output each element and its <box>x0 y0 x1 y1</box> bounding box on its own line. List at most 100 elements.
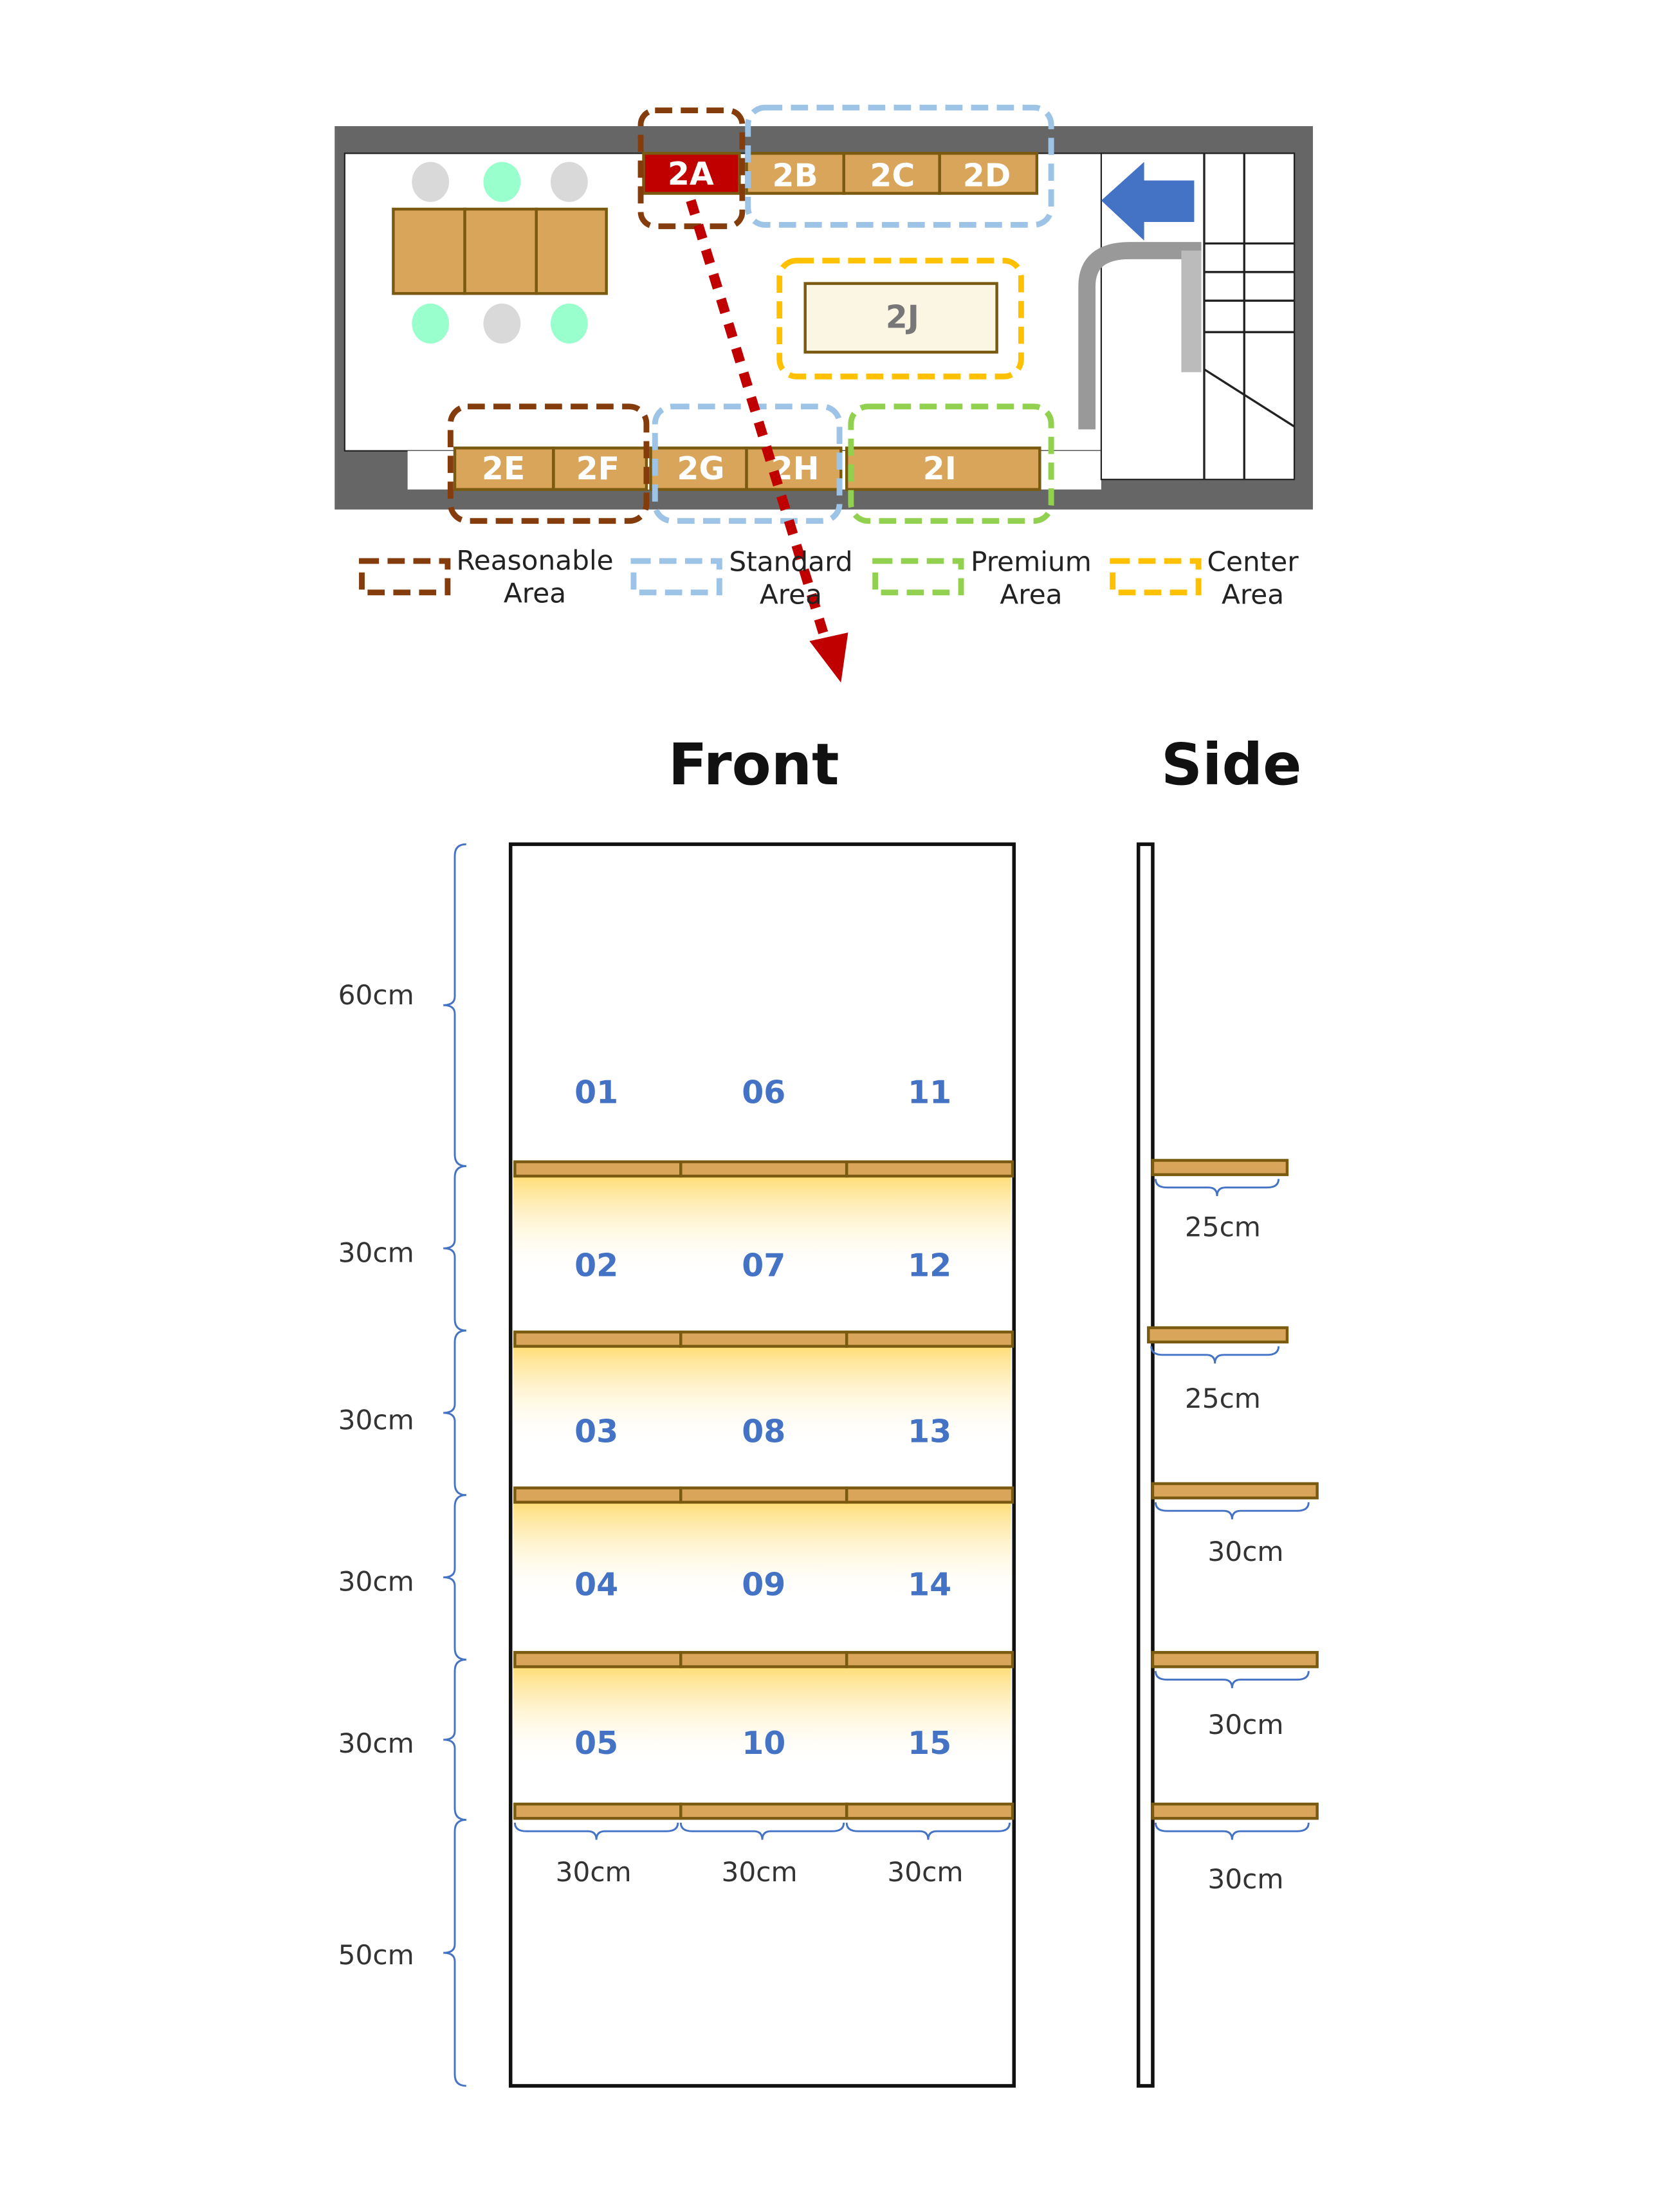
compartment-number[interactable]: 14 <box>908 1566 951 1603</box>
width-brace <box>513 1822 679 1840</box>
slot-2F[interactable]: 2F <box>552 447 648 491</box>
slot-label: 2B <box>772 157 818 194</box>
depth-label: 30cm <box>1207 1709 1283 1740</box>
shelf-light <box>513 1502 1011 1603</box>
slot-2B[interactable]: 2B <box>745 152 845 195</box>
slot-2E[interactable]: 2E <box>453 447 555 491</box>
compartment-number[interactable]: 07 <box>742 1248 785 1284</box>
compartment-number[interactable]: 09 <box>742 1566 785 1603</box>
compartment-number[interactable]: 05 <box>574 1725 618 1762</box>
compartment-number[interactable]: 10 <box>742 1725 785 1762</box>
legend-label: Area <box>760 579 822 611</box>
premium-area-outline <box>848 403 1054 524</box>
side-panel <box>1136 842 1155 2088</box>
compartment-number[interactable]: 01 <box>574 1074 618 1111</box>
slot-2A[interactable]: 2A <box>642 152 741 195</box>
depth-brace <box>1154 1179 1280 1197</box>
front-shelf-board <box>679 1651 848 1668</box>
compartment-number[interactable]: 13 <box>908 1413 951 1450</box>
side-title: Side <box>1161 731 1301 798</box>
slot-label: 2D <box>963 157 1011 194</box>
slot-label: 2C <box>870 157 915 194</box>
side-shelf-board <box>1151 1651 1319 1668</box>
legend <box>359 558 1202 596</box>
front-view: 01 06 11 02 07 12 03 08 13 04 09 14 05 10 15 60cm 30cm 30… <box>338 842 1016 2088</box>
legend-label: Area <box>504 577 566 609</box>
depth-label: 25cm <box>1185 1383 1261 1414</box>
slot-label: 2J <box>886 299 919 336</box>
height-label: 30cm <box>338 1404 414 1435</box>
compartment-number[interactable]: 06 <box>742 1074 785 1111</box>
compartment-number[interactable]: 12 <box>908 1248 951 1284</box>
shelf-light <box>513 1346 1011 1447</box>
front-shelf-board <box>513 1802 683 1820</box>
compartment-number[interactable]: 02 <box>574 1248 618 1284</box>
side-shelf-board <box>1151 1482 1319 1500</box>
compartment-number[interactable]: 04 <box>574 1566 618 1603</box>
width-label: 30cm <box>887 1856 963 1888</box>
front-title: Front <box>668 731 839 798</box>
depth-brace <box>1154 1671 1310 1688</box>
width-brace <box>845 1822 1011 1840</box>
slot-label: 2A <box>668 156 714 192</box>
height-brace <box>443 1818 466 2087</box>
height-brace <box>443 843 466 1167</box>
depth-brace <box>1154 1822 1310 1840</box>
width-brace <box>679 1822 845 1840</box>
slot-label: 2E <box>482 450 525 487</box>
slot-2J[interactable]: 2J <box>803 282 998 354</box>
shelf-light <box>513 1175 1011 1277</box>
front-shelf-board <box>513 1160 683 1178</box>
compartment-number[interactable]: 11 <box>908 1074 951 1111</box>
front-shelf-board <box>845 1486 1014 1504</box>
legend-label: Premium <box>971 546 1092 577</box>
floor-plan: 2A 2B 2C 2D 2E 2F 2G 2H 2I 2J <box>335 104 1313 683</box>
reasonable-area-outline <box>447 403 650 524</box>
front-cabinet <box>508 842 1016 2088</box>
reasonable-area-outline <box>637 107 746 230</box>
front-shelf-board <box>845 1160 1014 1178</box>
pointer-arrow <box>686 199 848 683</box>
slot-2G[interactable]: 2G <box>649 447 748 491</box>
front-shelf-board <box>513 1651 683 1668</box>
front-shelf-board <box>845 1651 1014 1668</box>
legend-label: Reasonable <box>456 544 613 576</box>
slot-2C[interactable]: 2C <box>842 152 941 195</box>
width-label: 30cm <box>722 1856 798 1888</box>
front-shelf-board <box>513 1331 683 1348</box>
staircase <box>1078 153 1295 480</box>
entrance-arrow-icon <box>1101 161 1195 241</box>
height-brace <box>443 1329 466 1497</box>
width-label: 30cm <box>556 1856 632 1888</box>
height-label: 30cm <box>338 1566 414 1598</box>
side-view: 25cm 25cm 30cm 30cm 30cm <box>1136 842 1319 2088</box>
compartment-number[interactable]: 08 <box>742 1413 785 1450</box>
depth-brace <box>1150 1346 1280 1364</box>
front-shelf-board <box>679 1160 848 1178</box>
height-label: 60cm <box>338 979 414 1011</box>
chairs <box>412 161 588 344</box>
depth-label: 30cm <box>1207 1863 1283 1895</box>
slot-2D[interactable]: 2D <box>938 152 1039 195</box>
side-shelf-board <box>1151 1802 1319 1820</box>
center-area-outline <box>776 257 1024 380</box>
legend-label: Center <box>1207 546 1299 577</box>
side-shelf-board <box>1147 1326 1289 1344</box>
depth-label: 25cm <box>1185 1211 1261 1242</box>
slot-2I[interactable]: 2I <box>845 447 1041 491</box>
depth-label: 30cm <box>1207 1536 1283 1567</box>
compartment-number[interactable]: 15 <box>908 1725 951 1762</box>
height-label: 50cm <box>338 1939 414 1971</box>
height-brace <box>443 1658 466 1821</box>
compartment-number[interactable]: 03 <box>574 1413 618 1450</box>
standard-area-outline <box>745 104 1054 228</box>
slot-label: 2G <box>677 450 724 487</box>
shelf-light <box>513 1666 1011 1767</box>
height-label: 30cm <box>338 1728 414 1759</box>
front-shelf-board <box>679 1486 848 1504</box>
slot-label: 2I <box>923 450 957 487</box>
depth-brace <box>1154 1502 1310 1520</box>
slot-2H[interactable]: 2H <box>745 447 843 491</box>
side-shelf-board <box>1151 1159 1289 1176</box>
